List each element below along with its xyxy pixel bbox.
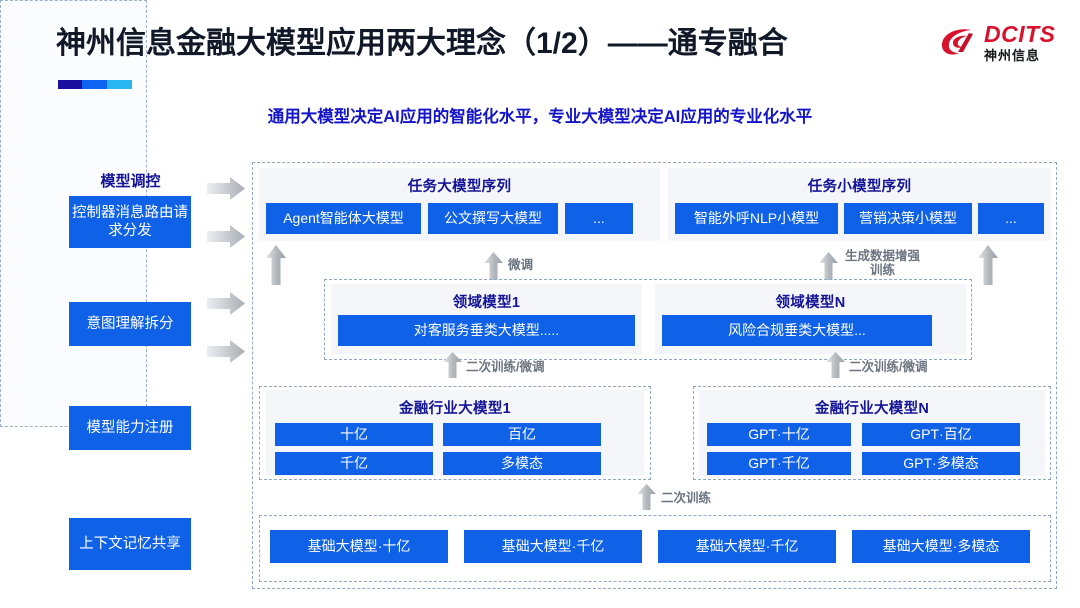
- sidebar-item-controller-routing[interactable]: 控制器消息路由请求分发: [69, 196, 191, 248]
- industry-1-box-multimodal[interactable]: 多模态: [443, 452, 601, 475]
- up-arrow-retrain-finetune-right: [826, 352, 845, 383]
- sidebar-title: 模型调控: [100, 173, 161, 190]
- architecture-outer-frame: [252, 162, 1057, 589]
- arrow-label-data-augmentation: 生成数据增强 训练: [845, 249, 920, 278]
- industry-model-n-frame: [693, 386, 1051, 480]
- accent-segment-3: [107, 80, 132, 89]
- arrow-label-retrain: 二次训练: [661, 491, 712, 505]
- flow-arrow-right-2: [207, 225, 245, 248]
- domain-model-1-title: 领域模型1: [452, 295, 521, 311]
- logo-text: DCITS 神州信息: [984, 20, 1056, 63]
- logo-en-text: DCITS: [984, 20, 1056, 47]
- task-small-title: 任务小模型序列: [807, 179, 912, 195]
- up-arrow-tall-right: [978, 245, 998, 290]
- page-subtitle: 通用大模型决定AI应用的智能化水平，专业大模型决定AI应用的专业化水平: [267, 108, 813, 126]
- domain-model-n-box[interactable]: 风险合规垂类大模型...: [662, 315, 932, 346]
- task-large-box-agent[interactable]: Agent智能体大模型: [266, 203, 421, 234]
- industry-n-box-gpt-qianyi[interactable]: GPT·千亿: [707, 452, 851, 475]
- industry-model-1-title: 金融行业大模型1: [399, 401, 511, 417]
- sidebar-item-context-memory[interactable]: 上下文记忆共享: [69, 518, 191, 570]
- dcits-logo: DCITS 神州信息: [938, 16, 1066, 68]
- flow-arrow-right-4: [207, 340, 245, 363]
- domain-models-frame: [324, 279, 972, 360]
- base-models-frame: [259, 515, 1051, 582]
- domain-model-1-box[interactable]: 对客服务垂类大模型.....: [338, 315, 635, 346]
- flow-arrow-right-1: [207, 177, 245, 200]
- industry-n-box-gpt-multimodal[interactable]: GPT·多模态: [862, 452, 1020, 475]
- industry-n-box-gpt-baiyi[interactable]: GPT·百亿: [862, 423, 1020, 446]
- task-small-box-nlp[interactable]: 智能外呼NLP小模型: [675, 203, 838, 234]
- title-accent-bar: [58, 80, 132, 89]
- arrow-label-data-augmentation-line2: 训练: [870, 263, 896, 278]
- up-arrow-data-aug: [819, 252, 838, 285]
- page-title: 神州信息金融大模型应用两大理念（1/2）——通专融合: [56, 27, 788, 60]
- task-small-box-more[interactable]: ...: [978, 203, 1044, 234]
- industry-model-1-frame: [259, 386, 651, 480]
- up-arrow-finetune-left: [484, 252, 503, 285]
- sidebar-item-intent-parsing[interactable]: 意图理解拆分: [69, 302, 191, 346]
- dcits-swirl-icon: [938, 22, 978, 62]
- base-model-box-qianyi-1[interactable]: 基础大模型·千亿: [464, 530, 642, 563]
- domain-model-n-title: 领域模型N: [775, 295, 846, 311]
- task-large-box-document[interactable]: 公文撰写大模型: [428, 203, 558, 234]
- arrow-label-retrain-finetune-right: 二次训练/微调: [849, 360, 928, 374]
- accent-segment-1: [58, 80, 82, 89]
- arrow-label-data-augmentation-line1: 生成数据增强: [845, 249, 921, 263]
- base-model-box-qianyi-2[interactable]: 基础大模型·千亿: [658, 530, 836, 563]
- up-arrow-retrain: [637, 484, 656, 515]
- base-model-box-shiyi[interactable]: 基础大模型·十亿: [270, 530, 448, 563]
- task-large-box-more[interactable]: ...: [565, 203, 633, 234]
- task-small-box-marketing[interactable]: 营销决策小模型: [844, 203, 972, 234]
- flow-arrow-right-3: [207, 292, 245, 315]
- base-model-box-multimodal[interactable]: 基础大模型·多模态: [852, 530, 1030, 563]
- up-arrow-tall-left: [266, 245, 286, 290]
- industry-1-box-baiyi[interactable]: 百亿: [443, 423, 601, 446]
- arrow-label-finetune: 微调: [508, 258, 534, 272]
- up-arrow-retrain-finetune-left: [443, 352, 462, 383]
- task-large-title: 任务大模型序列: [407, 179, 512, 195]
- sidebar-item-capability-registry[interactable]: 模型能力注册: [69, 406, 191, 450]
- industry-model-n-title: 金融行业大模型N: [814, 401, 930, 417]
- accent-segment-2: [82, 80, 107, 89]
- industry-n-box-gpt-shiyi[interactable]: GPT·十亿: [707, 423, 851, 446]
- industry-1-box-shiyi[interactable]: 十亿: [275, 423, 433, 446]
- arrow-label-retrain-finetune-left: 二次训练/微调: [466, 360, 545, 374]
- logo-cn-text: 神州信息: [984, 47, 1041, 63]
- industry-1-box-qianyi[interactable]: 千亿: [275, 452, 433, 475]
